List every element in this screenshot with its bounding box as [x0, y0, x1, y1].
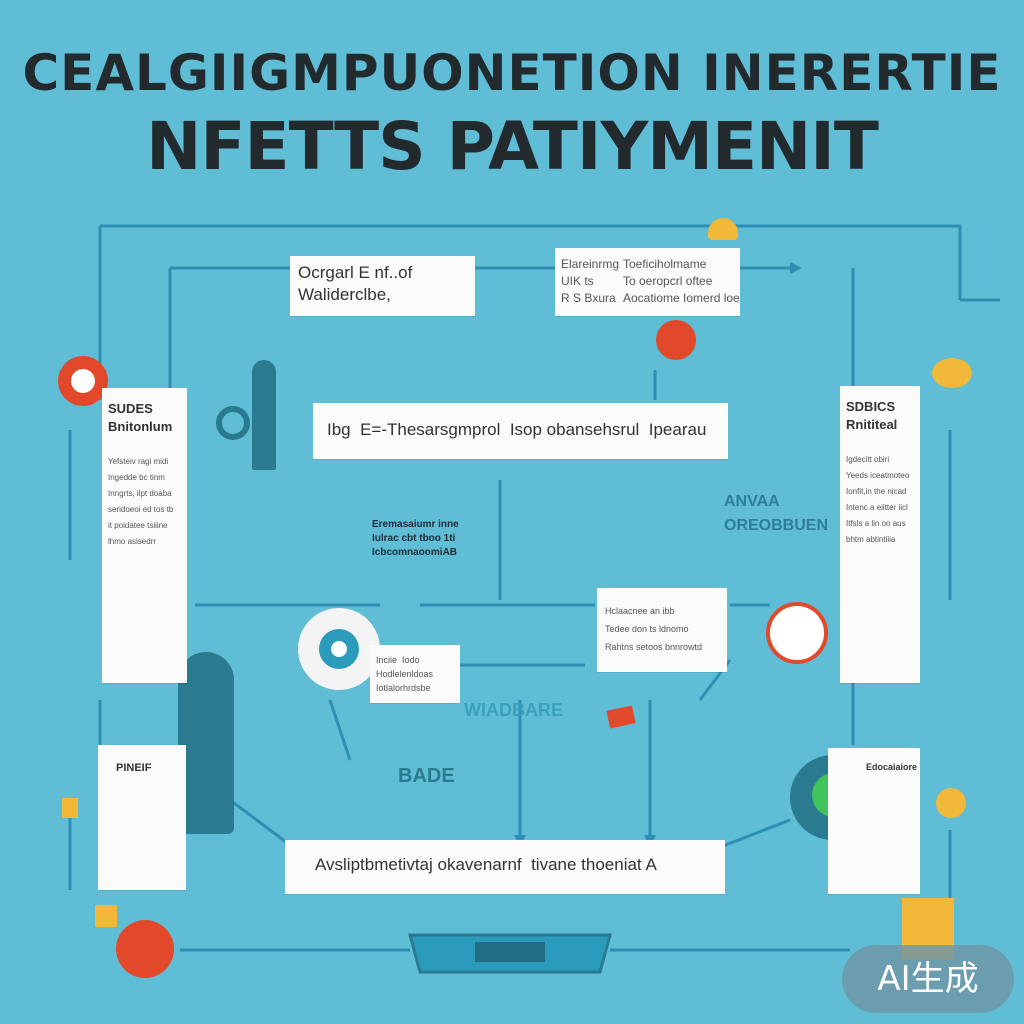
badge-icon-yellow [708, 218, 738, 240]
card-top-right-col1: Elareinrmg UIK ts R S Bxura [561, 257, 620, 305]
label-wiadbare: WIADBARE [464, 700, 563, 720]
label-anvaa: ANVAA OREOBBUEN [724, 493, 829, 534]
title-line-2: NFETTS PATIYMENIT [146, 108, 879, 185]
person-figure-icon [252, 360, 276, 470]
bottom-banner: Avsliptbmetivtaj okavenarnf tivane thoen… [285, 840, 725, 894]
card-top-right: Elareinrmg UIK ts R S Bxura Toeficiholma… [555, 248, 740, 316]
card-bottom-left: PINEIF [98, 745, 186, 890]
target-eye-icon [298, 608, 380, 690]
sad-face-icon [116, 920, 174, 978]
right-panel-heading: SDBICS Rnititeal [846, 399, 898, 432]
key-figure-icon [216, 406, 250, 440]
pin-icon [95, 905, 117, 927]
bottom-banner-text: Avsliptbmetivtaj okavenarnf tivane thoen… [315, 855, 657, 874]
card-top-left-line1: Ocrgarl E nf..of [298, 263, 413, 282]
smile-circle-icon [766, 602, 828, 664]
card-mid-left: Inciie Iodo Hodlelenldoas Iotlalorhrdsbe [370, 645, 460, 703]
card-mid-right-text: Hclaacnee an ibb Tedee don ts ldnomo Rah… [605, 606, 703, 652]
ai-watermark: AI生成 [842, 945, 1014, 1013]
coin-icon [932, 358, 972, 388]
title-line-1: CEALGIIGMPUONETION INERERTIE [22, 44, 1002, 102]
center-banner: Ibg E=-Thesarsgmprol Isop obansehsrul Ip… [313, 403, 728, 459]
card-bottom-right-heading: Edocaiaiore [866, 762, 918, 772]
left-panel-heading: SUDES Bnitonlum [108, 401, 173, 434]
label-bade: BADE [398, 765, 455, 787]
center-note: Eremasaiumr inne Iulrac cbt tboo 1ti Icb… [372, 519, 459, 558]
smile-face-icon [656, 320, 696, 360]
bottle-figure-icon [178, 652, 234, 834]
right-panel-body: Igdecitt obiri Yeeds iceatmoteo Ionfit,i… [846, 455, 910, 544]
card-top-left-line2: Waliderclbe, [298, 285, 391, 304]
center-banner-text: Ibg E=-Thesarsgmprol Isop obansehsrul Ip… [327, 420, 707, 439]
left-panel-body: Yefsteiv ragi midi Ingedde bc tinm Inngr… [108, 457, 174, 546]
smile-small-icon [936, 788, 966, 818]
left-panel: SUDES Bnitonlum Yefsteiv ragi midi Inged… [102, 388, 187, 683]
card-mid-left-text: Inciie Iodo Hodlelenldoas Iotlalorhrdsbe [376, 655, 434, 693]
card-mid-right: Hclaacnee an ibb Tedee don ts ldnomo Rah… [597, 588, 727, 672]
lock-icon [62, 798, 78, 818]
right-panel: SDBICS Rnititeal Igdecitt obiri Yeeds ic… [840, 386, 920, 683]
alert-circle-icon [58, 356, 108, 406]
card-top-right-col2: Toeficiholmame To oeropcrl oftee Aocatio… [623, 257, 740, 305]
card-top-left: Ocrgarl E nf..of Waliderclbe, [290, 256, 475, 316]
card-bottom-left-heading: PINEIF [116, 762, 152, 774]
card-bottom-right: Edocaiaiore [828, 748, 920, 894]
